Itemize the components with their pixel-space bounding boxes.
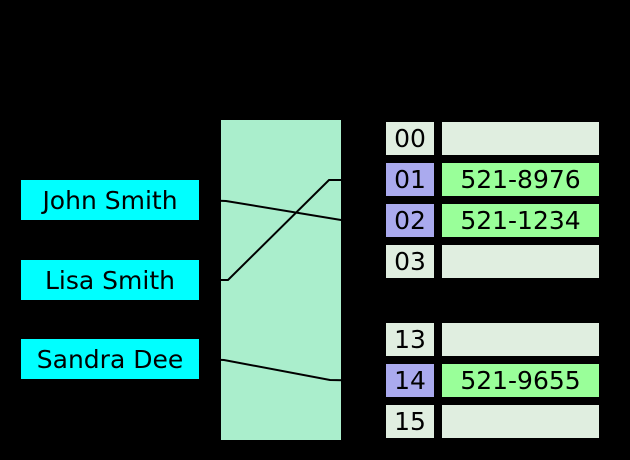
bucket-value-13 bbox=[440, 321, 601, 358]
bucket-row-13: 13 bbox=[384, 321, 601, 358]
bucket-value-00 bbox=[440, 120, 601, 157]
bucket-value-15 bbox=[440, 403, 601, 440]
bucket-row-14: 14 521-9655 bbox=[384, 362, 601, 399]
bucket-index-00: 00 bbox=[384, 120, 436, 157]
bucket-value-01: 521-8976 bbox=[440, 161, 601, 198]
bucket-row-03: 03 bbox=[384, 243, 601, 280]
bucket-value-02: 521-1234 bbox=[440, 202, 601, 239]
bucket-group-bottom: 13 14 521-9655 15 bbox=[384, 321, 601, 444]
bucket-group-top: 00 01 521-8976 02 521-1234 03 bbox=[384, 120, 601, 284]
bucket-row-00: 00 bbox=[384, 120, 601, 157]
key-box-lisa-smith: Lisa Smith bbox=[21, 260, 199, 300]
bucket-value-03 bbox=[440, 243, 601, 280]
bucket-index-03: 03 bbox=[384, 243, 436, 280]
bucket-row-02: 02 521-1234 bbox=[384, 202, 601, 239]
bucket-index-13: 13 bbox=[384, 321, 436, 358]
bucket-index-02: 02 bbox=[384, 202, 436, 239]
bucket-row-01: 01 521-8976 bbox=[384, 161, 601, 198]
bucket-index-15: 15 bbox=[384, 403, 436, 440]
hash-function-box bbox=[221, 120, 341, 440]
bucket-index-01: 01 bbox=[384, 161, 436, 198]
key-box-john-smith: John Smith bbox=[21, 180, 199, 220]
bucket-row-15: 15 bbox=[384, 403, 601, 440]
key-box-sandra-dee: Sandra Dee bbox=[21, 339, 199, 379]
bucket-index-14: 14 bbox=[384, 362, 436, 399]
bucket-value-14: 521-9655 bbox=[440, 362, 601, 399]
